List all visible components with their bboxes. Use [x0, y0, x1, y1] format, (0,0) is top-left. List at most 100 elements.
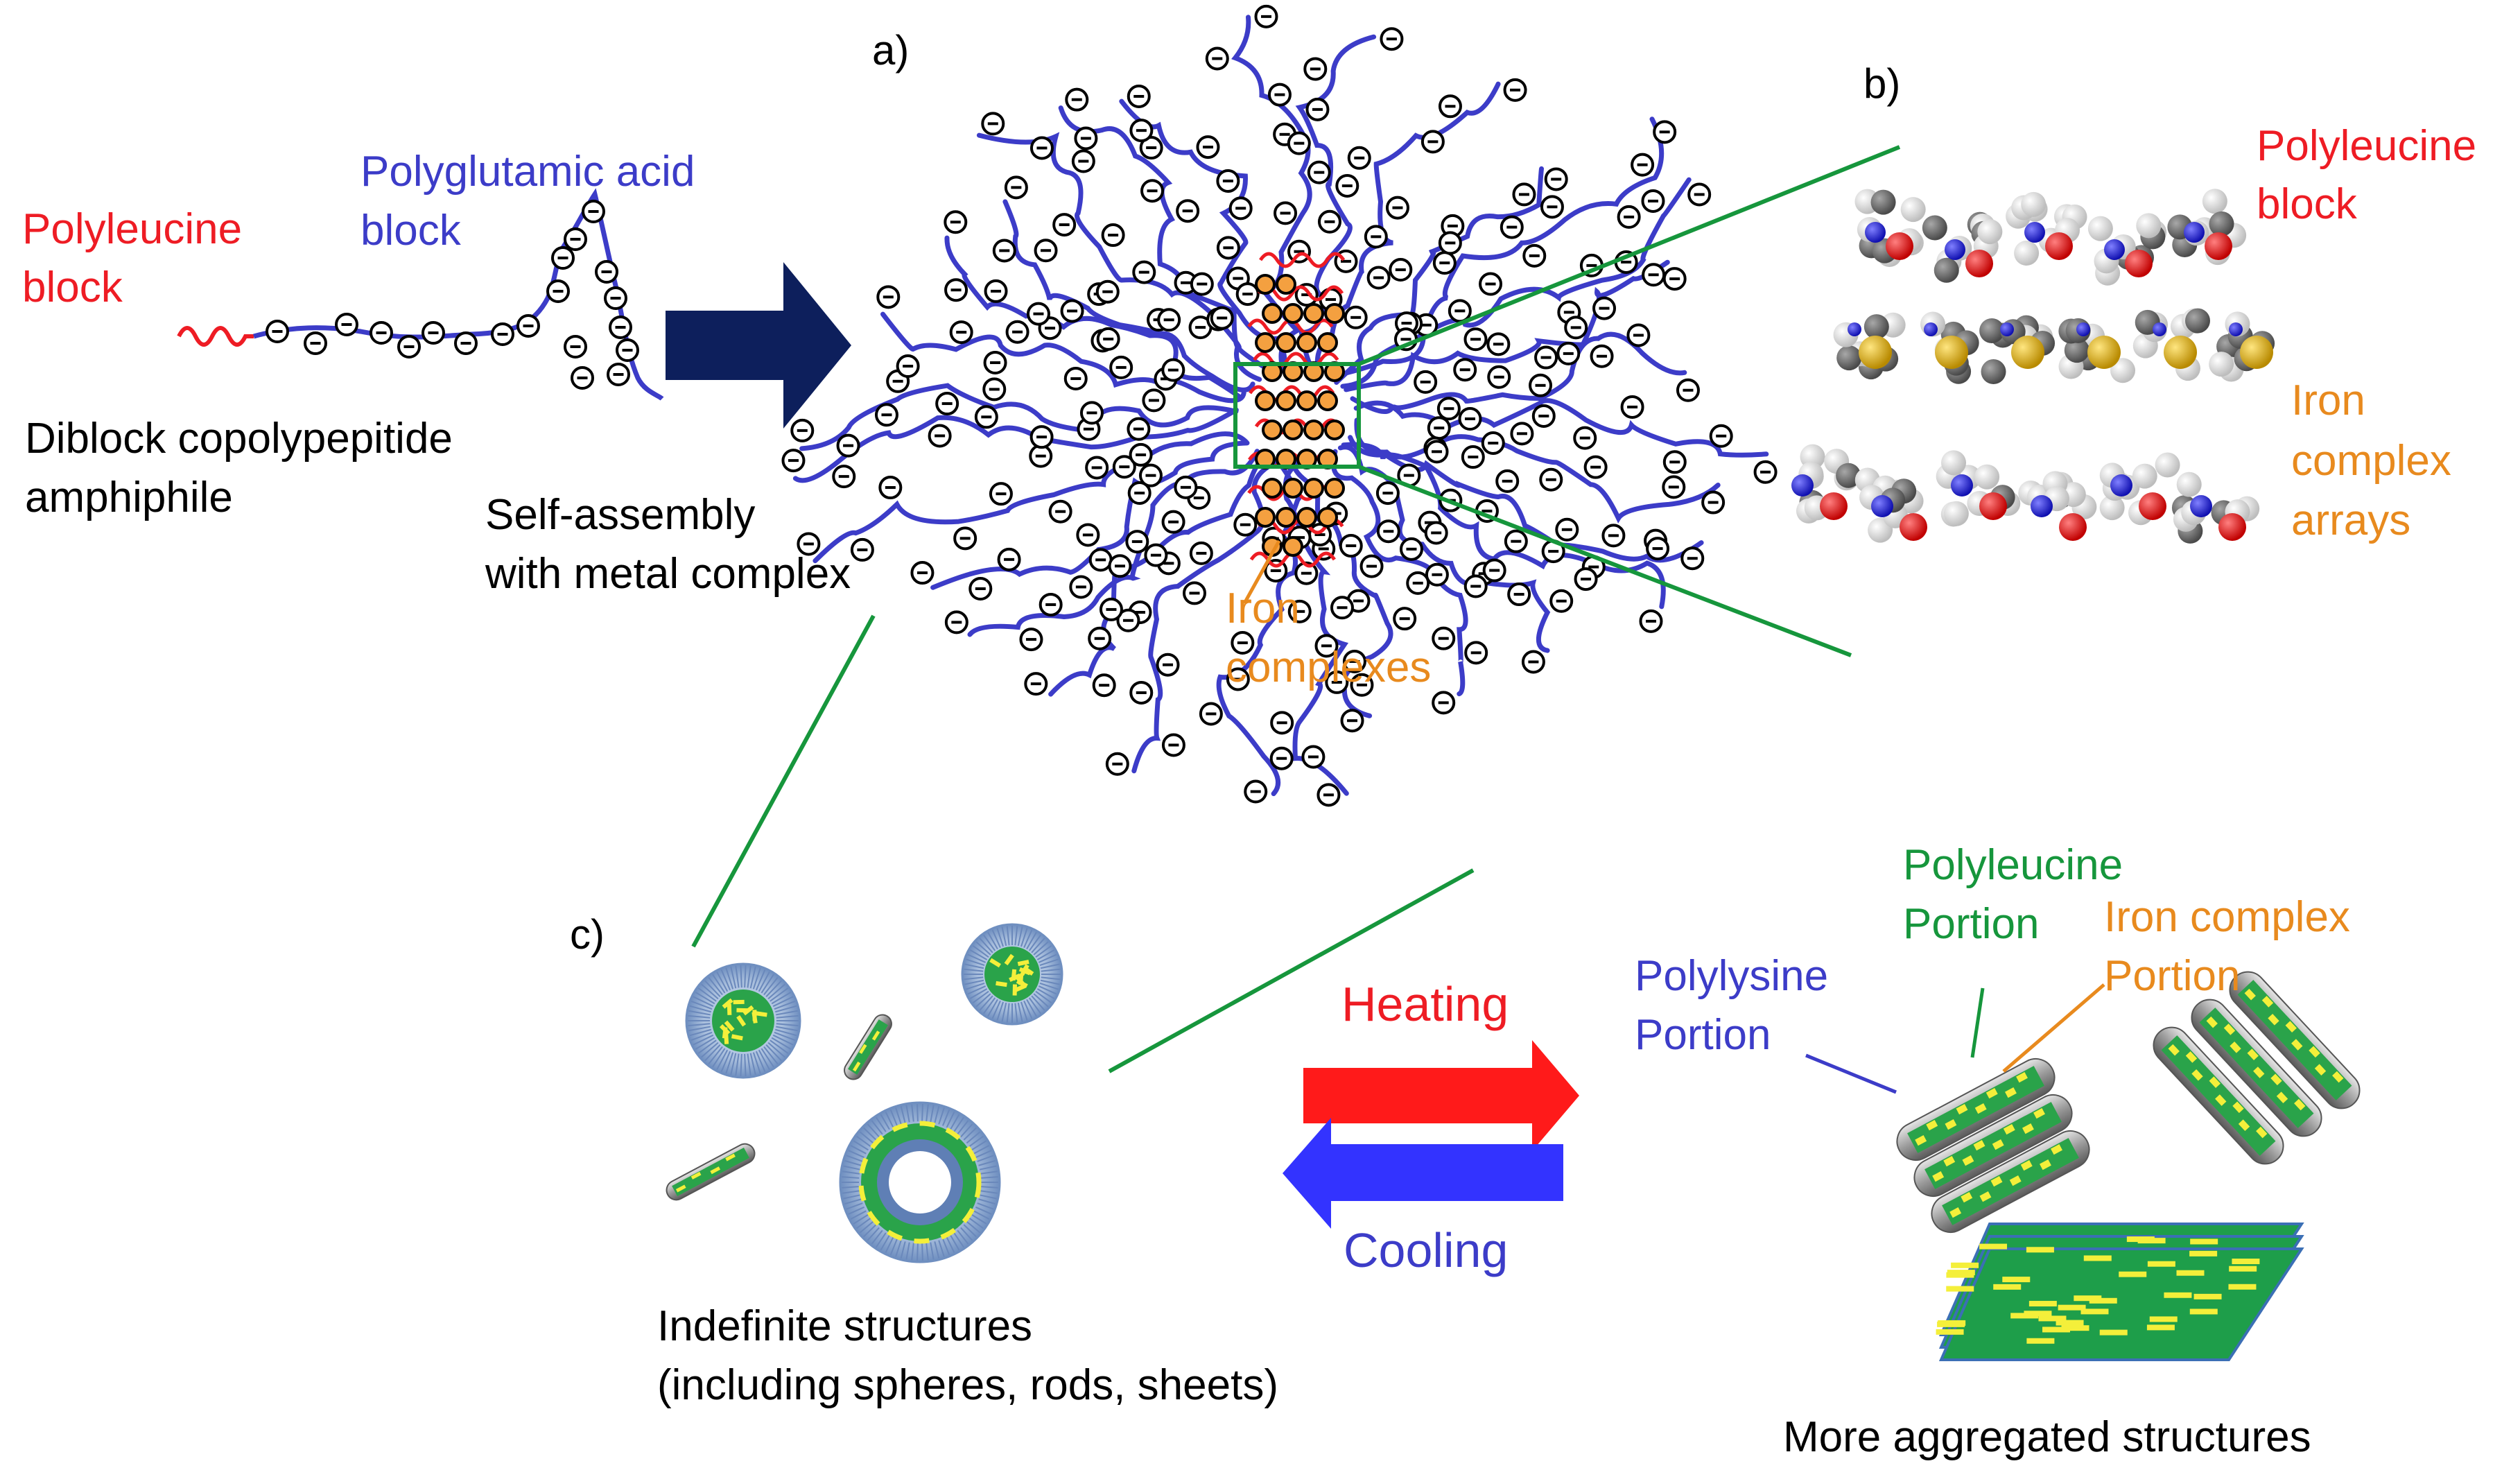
negative-charge-icon	[1287, 599, 1312, 623]
iron-pointer-line	[1242, 539, 1281, 605]
negative-charge-icon	[1347, 146, 1371, 170]
negative-charge-icon	[607, 363, 630, 386]
left-charge-group	[266, 200, 639, 390]
vesicle	[839, 1101, 1001, 1263]
negative-charge-icon	[1458, 407, 1482, 431]
zoom-polyleucine-label-line2: block	[2257, 180, 2357, 228]
negative-charge-icon	[1438, 94, 1462, 119]
negative-charge-icon	[1680, 546, 1705, 571]
negative-charge-icon	[266, 320, 289, 343]
negative-charge-icon	[983, 351, 1007, 375]
diblock-label-line1: Diblock copolypepitide	[25, 415, 453, 463]
negative-charge-icon	[992, 239, 1016, 263]
polylysine-portion-pointer	[1805, 1053, 1897, 1094]
polylysine-portion-label-line1: Polylysine	[1635, 952, 1829, 1000]
negative-charge-icon	[1359, 554, 1384, 578]
negative-charge-icon	[797, 532, 821, 556]
iron-complex-icon	[1276, 274, 1296, 295]
negative-charge-icon	[1004, 175, 1028, 200]
negative-charge-icon	[1019, 628, 1043, 652]
negative-charge-icon	[1555, 517, 1579, 542]
negative-charge-icon	[1662, 267, 1687, 291]
iron-complex-icon	[1283, 478, 1303, 499]
negative-charge-icon	[1463, 327, 1488, 352]
self-assembly-arrow-icon	[666, 262, 851, 429]
negative-charge-icon	[1646, 537, 1670, 561]
negative-charge-icon	[1216, 169, 1240, 193]
negative-charge-icon	[1071, 149, 1095, 173]
negative-charge-icon	[1254, 4, 1278, 28]
negative-charge-icon	[1228, 196, 1253, 221]
self-assembly-label-line1: Self-assembly	[485, 491, 756, 539]
negative-charge-icon	[1307, 160, 1331, 184]
negative-charge-icon	[1709, 424, 1733, 448]
self-assembly-label-line2: with metal complex	[485, 550, 851, 598]
negative-charge-icon	[604, 286, 627, 310]
iron-complex-icon	[1255, 507, 1276, 528]
negative-charge-icon	[1088, 548, 1113, 572]
negative-charge-icon	[1522, 243, 1547, 268]
negative-charge-icon	[1116, 608, 1140, 632]
negative-charge-icon	[874, 403, 898, 427]
negative-charge-icon	[1406, 571, 1430, 595]
negative-charge-icon	[1436, 397, 1461, 421]
negative-charge-icon	[1226, 667, 1250, 691]
indefinite-structures	[666, 923, 1063, 1263]
negative-charge-icon	[1420, 130, 1445, 154]
negative-charge-icon	[1088, 626, 1112, 650]
negative-charge-icon	[1335, 173, 1359, 198]
iron-complex-icon	[1324, 303, 1345, 324]
negative-charge-icon	[876, 285, 901, 309]
negative-charge-icon	[982, 377, 1007, 401]
negative-charge-icon	[1521, 650, 1545, 674]
negative-charge-icon	[1085, 456, 1109, 480]
negative-charge-icon	[609, 316, 632, 339]
iron-complex-icon	[1255, 274, 1276, 295]
negative-charge-icon	[1339, 534, 1363, 558]
negative-charge-icon	[1486, 332, 1511, 356]
negative-charge-icon	[1687, 182, 1712, 207]
negative-charge-icon	[1317, 209, 1341, 234]
negative-charge-icon	[582, 200, 605, 223]
negative-charge-icon	[1095, 279, 1120, 304]
polyglutamic-label-line2: block	[360, 207, 461, 254]
negative-charge-icon	[790, 418, 815, 442]
negative-charge-icon	[1287, 239, 1312, 264]
negative-charge-icon	[1375, 481, 1400, 506]
negative-charge-icon	[1005, 320, 1029, 344]
negative-charge-icon	[1069, 575, 1093, 599]
negative-charge-icon	[1601, 524, 1626, 548]
negative-charge-icon	[551, 246, 575, 270]
negative-charge-icon	[454, 331, 478, 355]
negative-charge-icon	[1156, 653, 1180, 677]
iron-complex-icon	[1324, 478, 1345, 499]
negative-charge-icon	[370, 321, 393, 345]
rod-icon	[2153, 1026, 2284, 1165]
negative-charge-icon	[1176, 199, 1200, 223]
negative-charge-icon	[981, 112, 1005, 136]
iron-complex-icon	[1276, 507, 1296, 528]
negative-charge-icon	[1534, 345, 1558, 370]
negative-charge-icon	[1512, 182, 1536, 207]
iron-complex-icon	[1276, 332, 1296, 353]
iron-complex-icon	[1317, 507, 1338, 528]
polylysine-portion-label-line2: Portion	[1635, 1011, 1771, 1059]
negative-charge-icon	[1305, 97, 1330, 121]
negative-charge-icon	[1034, 239, 1058, 263]
negative-charge-icon	[1500, 215, 1524, 239]
negative-charge-icon	[1564, 316, 1588, 340]
negative-charge-icon	[1641, 189, 1665, 213]
negative-charge-icon	[781, 449, 806, 473]
indefinite-label-line1: Indefinite structures	[657, 1302, 1033, 1350]
iron-complex-icon	[1317, 390, 1338, 411]
negative-charge-icon	[1210, 306, 1234, 330]
negative-charge-icon	[1662, 475, 1686, 499]
negative-charge-icon	[1029, 425, 1054, 449]
negative-charge-icon	[1574, 567, 1598, 591]
negative-charge-icon	[595, 260, 618, 284]
indefinite-label-line2: (including spheres, rods, sheets)	[657, 1361, 1279, 1409]
negative-charge-icon	[984, 279, 1008, 303]
negative-charge-icon	[1504, 529, 1528, 553]
negative-charge-icon	[1108, 554, 1132, 578]
